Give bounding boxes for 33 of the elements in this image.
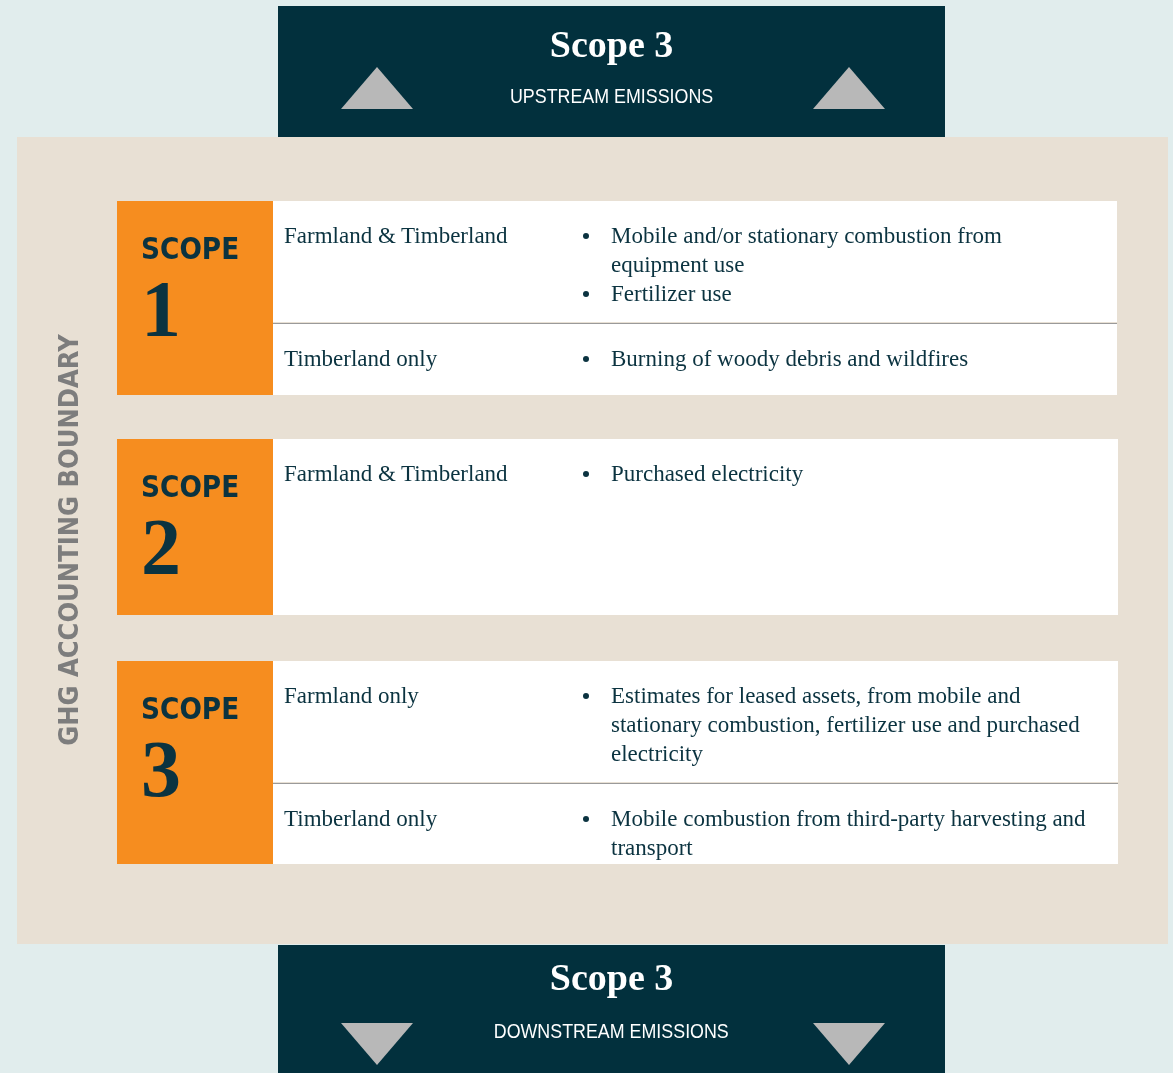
scope-card	[117, 661, 273, 864]
table-row	[273, 661, 1118, 782]
scope-card	[117, 439, 273, 615]
boundary-label: GHG ACCOUNTING BOUNDARY	[52, 334, 84, 746]
panel-subtitle: DOWNSTREAM EMISSIONS	[493, 1019, 730, 1043]
scope-heading: SCOPE	[141, 469, 240, 504]
emissions-panel	[278, 6, 945, 137]
category-text: Farmland & Timberland	[284, 460, 508, 488]
emissions-panel	[278, 945, 945, 1073]
bullet-text: Mobile and/or stationary combustion from equipment use	[611, 222, 1003, 279]
bullet-text: Mobile combustion from third-party harvesting and transport	[611, 805, 1087, 862]
bullet-text: Estimates for leased assets, from mobile and stationary combustion, fertilizer use and purchased electricity	[611, 682, 1081, 768]
scope-number: 1	[141, 269, 181, 349]
bullet-text: Fertilizer use	[611, 280, 733, 308]
bullet-text: Burning of woody debris and wildfires	[611, 345, 970, 373]
panel-title: Scope 3	[549, 955, 674, 999]
boundary-panel	[17, 137, 1168, 944]
category-text: Timberland only	[284, 345, 438, 373]
scope-card	[117, 201, 273, 395]
category-text: Timberland only	[284, 805, 438, 833]
bullet-text: Purchased electricity	[611, 460, 805, 488]
table-row	[273, 439, 1118, 615]
table-row	[273, 323, 1117, 395]
category-text: Farmland only	[284, 682, 419, 710]
scope-heading: SCOPE	[141, 691, 240, 726]
panel-subtitle: UPSTREAM EMISSIONS	[509, 84, 714, 108]
scope-number: 3	[141, 729, 181, 809]
table-row	[273, 201, 1117, 322]
panel-title: Scope 3	[549, 22, 674, 66]
scope-heading: SCOPE	[141, 231, 240, 266]
table-row	[273, 783, 1118, 864]
scope-number: 2	[141, 507, 181, 587]
category-text: Farmland & Timberland	[284, 222, 508, 250]
